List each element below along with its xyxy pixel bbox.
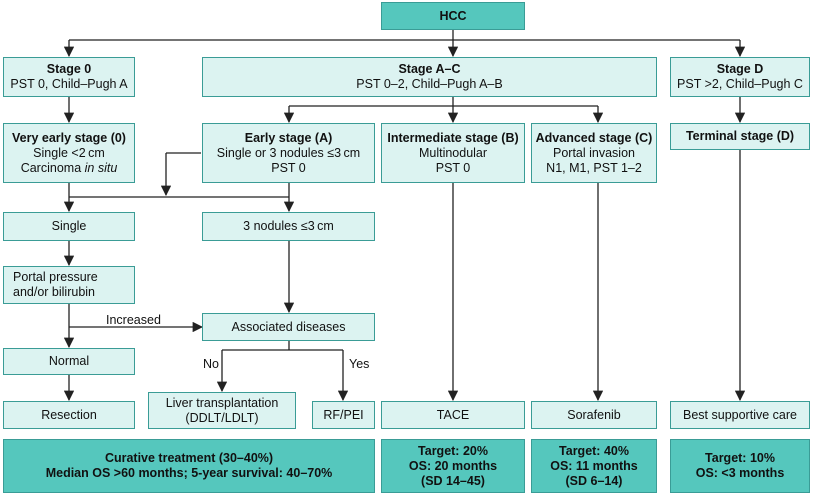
- very-early-line2-text: Carcinoma: [20, 160, 85, 175]
- stage-0-sub: PST 0, Child–Pugh A: [10, 77, 128, 91]
- stage-0-box: Stage 0 PST 0, Child–Pugh A: [3, 57, 135, 97]
- curative-outcome-box: Curative treatment (30–40%) Median OS >6…: [3, 439, 375, 493]
- liver-tx-line1: Liver transplantation: [165, 395, 279, 410]
- very-early-line2-italic: in situ: [84, 160, 118, 175]
- stage-d-title: Stage D: [716, 62, 764, 76]
- hcc-label: HCC: [439, 8, 467, 23]
- resection-box: Resection: [3, 401, 135, 429]
- stage-d-sub: PST >2, Child–Pugh C: [677, 77, 803, 91]
- associated-diseases-box: Associated diseases: [202, 313, 375, 341]
- stage-d-box: Stage D PST >2, Child–Pugh C: [670, 57, 810, 97]
- early-title: Early stage (A): [244, 130, 333, 145]
- no-label: No: [203, 357, 219, 371]
- intermediate-stage-box: Intermediate stage (B) Multinodular PST …: [381, 123, 525, 183]
- liver-tx-line2: (DDLT/LDLT): [185, 410, 259, 425]
- advanced-title: Advanced stage (C): [535, 130, 653, 145]
- stage-a-c-box: Stage A–C PST 0–2, Child–Pugh A–B: [202, 57, 657, 97]
- portal-line1: Portal pressure: [13, 270, 98, 284]
- three-nodules-label: 3 nodules ≤3 cm: [243, 219, 334, 233]
- sorafenib-label: Sorafenib: [567, 407, 621, 422]
- rf-pei-box: RF/PEI: [312, 401, 375, 429]
- sorafenib-outcome-line1: Target: 40%: [559, 443, 629, 458]
- portal-pressure-box: Portal pressure and/or bilirubin: [3, 266, 135, 304]
- resection-label: Resection: [41, 407, 97, 422]
- intermediate-title: Intermediate stage (B): [387, 130, 519, 145]
- liver-transplantation-box: Liver transplantation (DDLT/LDLT): [148, 392, 296, 429]
- stage-a-c-sub: PST 0–2, Child–Pugh A–B: [356, 77, 503, 91]
- terminal-stage-box: Terminal stage (D): [670, 123, 810, 150]
- very-early-line1: Single <2 cm: [33, 145, 105, 160]
- sorafenib-outcome-line2: OS: 11 months: [550, 458, 638, 473]
- portal-line2: and/or bilirubin: [13, 285, 95, 299]
- normal-label: Normal: [48, 354, 90, 368]
- very-early-line2: Carcinoma in situ: [21, 161, 118, 176]
- bsc-outcome-line1: Target: 10%: [705, 451, 775, 465]
- terminal-title: Terminal stage (D): [685, 129, 795, 143]
- early-line1: Single or 3 nodules ≤3 cm: [216, 145, 361, 160]
- early-stage-box: Early stage (A) Single or 3 nodules ≤3 c…: [202, 123, 375, 183]
- associated-label: Associated diseases: [231, 319, 346, 334]
- very-early-title: Very early stage (0): [12, 130, 126, 145]
- intermediate-line2: PST 0: [435, 160, 471, 175]
- tace-box: TACE: [381, 401, 525, 429]
- advanced-line2: N1, M1, PST 1–2: [546, 160, 642, 175]
- increased-label: Increased: [106, 313, 161, 327]
- advanced-line1: Portal invasion: [553, 145, 635, 160]
- very-early-stage-box: Very early stage (0) Single <2 cm Carcin…: [3, 123, 135, 183]
- normal-box: Normal: [3, 348, 135, 375]
- rf-pei-label: RF/PEI: [323, 407, 364, 422]
- curative-line1: Curative treatment (30–40%): [104, 451, 274, 465]
- sorafenib-box: Sorafenib: [531, 401, 657, 429]
- sorafenib-outcome-line3: (SD 6–14): [565, 473, 623, 488]
- bsc-label: Best supportive care: [683, 407, 797, 422]
- single-label: Single: [51, 219, 87, 233]
- early-line2: PST 0: [271, 160, 306, 175]
- curative-line2: Median OS >60 months; 5-year survival: 4…: [45, 466, 333, 480]
- best-supportive-care-box: Best supportive care: [670, 401, 810, 429]
- stage-a-c-title: Stage A–C: [398, 62, 461, 76]
- tace-label: TACE: [436, 407, 470, 422]
- stage-0-title: Stage 0: [46, 62, 92, 76]
- single-box: Single: [3, 212, 135, 241]
- tace-outcome-line1: Target: 20%: [418, 443, 488, 458]
- hcc-box: HCC: [381, 2, 525, 30]
- sorafenib-outcome-box: Target: 40% OS: 11 months (SD 6–14): [531, 439, 657, 493]
- tace-outcome-line2: OS: 20 months: [408, 458, 498, 473]
- yes-label: Yes: [349, 357, 370, 371]
- three-nodules-box: 3 nodules ≤3 cm: [202, 212, 375, 241]
- tace-outcome-box: Target: 20% OS: 20 months (SD 14–45): [381, 439, 525, 493]
- bsc-outcome-box: Target: 10% OS: <3 months: [670, 439, 810, 493]
- tace-outcome-line3: (SD 14–45): [421, 473, 485, 488]
- bsc-outcome-line2: OS: <3 months: [695, 466, 785, 480]
- advanced-stage-box: Advanced stage (C) Portal invasion N1, M…: [531, 123, 657, 183]
- intermediate-line1: Multinodular: [418, 145, 488, 160]
